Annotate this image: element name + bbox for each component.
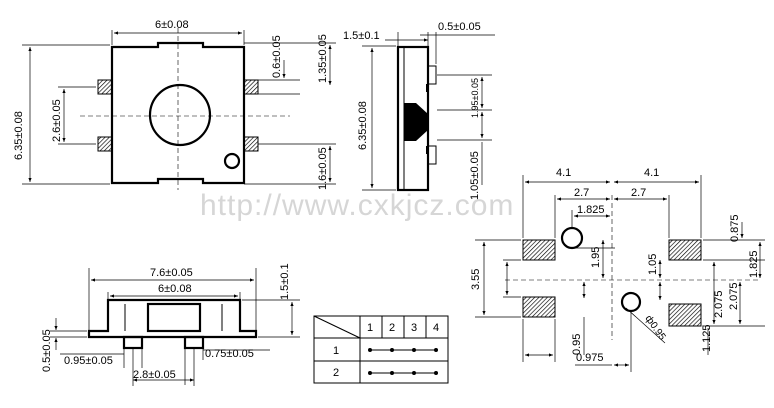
pin-pad-bl (97, 136, 113, 152)
side-thickness-label: 1.5±0.1 (343, 30, 380, 42)
front-foot-left-label: 0.95±0.05 (64, 355, 113, 367)
fp-right-width-label: 4.1 (644, 167, 659, 179)
switch-table: 1 2 3 4 1 2 (313, 315, 449, 384)
fp-hole-top (560, 226, 584, 250)
fp-right-inner-label: 2.7 (631, 187, 646, 199)
side-actuator (404, 103, 428, 141)
front-view: 7.6±0.05 6±0.08 1.5±0.1 0.5±0.05 0.95±0.… (41, 263, 300, 386)
fp-pad-bl (522, 296, 556, 318)
actuator-circle (148, 83, 212, 147)
fp-left-inner-label: 2.7 (574, 187, 589, 199)
table-row-2: 2 (333, 367, 339, 379)
pin-width-label: 0.6±0.05 (271, 35, 283, 78)
top-view: 6±0.08 6.35±0.08 2.6±0.05 0.6±0.05 1.35±… (13, 19, 336, 190)
side-view: 1.5±0.1 0.5±0.05 6.35±0.08 1.95±0.05 1.0… (343, 21, 495, 200)
fp-right-bottom-label: 1.125 (701, 324, 713, 352)
pin-pitch-label: 2.6±0.05 (51, 99, 63, 142)
fp-right-lower-label: 2.075 (713, 290, 725, 318)
fp-pad-pitch-label: 3.55 (470, 269, 482, 290)
fp-small-pad-label: 0.95 (571, 334, 583, 355)
fp-hole-bottom (620, 291, 642, 313)
side-small-label: 1.95±0.05 (470, 78, 480, 118)
orientation-mark (223, 152, 241, 170)
front-body-label: 6±0.08 (158, 283, 192, 295)
pin-bottom-label: 1.6±0.05 (317, 147, 329, 190)
top-view-body (110, 41, 246, 185)
fp-left-width-label: 4.1 (556, 167, 571, 179)
pin-pad-br (243, 136, 259, 152)
foot-left (122, 335, 144, 350)
top-width-label: 6±0.08 (155, 19, 189, 31)
side-lower-label: 1.05±0.05 (469, 151, 481, 200)
table-col-3: 3 (411, 322, 417, 334)
fp-hole-dia-label: ф0.95 (643, 313, 669, 343)
pin-pad-tr (243, 79, 259, 95)
fp-hole-y-label: 1.95 (590, 247, 602, 268)
front-foot-right-label: 0.75±0.05 (205, 348, 254, 360)
footprint-view: 4.1 4.1 2.7 2.7 1.825 3.55 1.95 0.95 1.0… (470, 167, 765, 372)
fp-right-lower-small-label: 2.075 (728, 282, 740, 310)
front-overall-label: 7.6±0.05 (150, 267, 193, 279)
fp-hole-offset-label: 1.825 (577, 204, 605, 216)
fp-center-gap-label: 1.05 (647, 254, 659, 275)
front-base-label: 0.5±0.05 (41, 329, 53, 372)
fp-pad-tl (522, 239, 556, 261)
fp-bottom-x-label: 0.975 (576, 352, 604, 364)
top-height-label: 6.35±0.08 (13, 111, 25, 160)
fp-right-pitch-label: 1.825 (748, 250, 760, 278)
table-col-2: 2 (389, 322, 395, 334)
pin-offset-label: 1.35±0.05 (317, 34, 329, 83)
watermark-text: http://www.cxkjcz.com (200, 189, 514, 222)
fp-pad-tr (668, 239, 702, 261)
side-height-label: 6.35±0.08 (357, 101, 369, 150)
pin-pad-tl (97, 79, 113, 95)
front-height-label: 1.5±0.1 (279, 263, 291, 300)
table-col-4: 4 (433, 322, 439, 334)
side-lead-label: 0.5±0.05 (438, 21, 481, 33)
fp-pad-br (668, 303, 702, 327)
table-row-1: 1 (333, 345, 339, 357)
front-foot-pitch-label: 2.8±0.05 (133, 369, 176, 381)
table-col-1: 1 (367, 322, 373, 334)
foot-right (183, 335, 205, 350)
fp-pad-h-label: 0.875 (729, 214, 741, 242)
